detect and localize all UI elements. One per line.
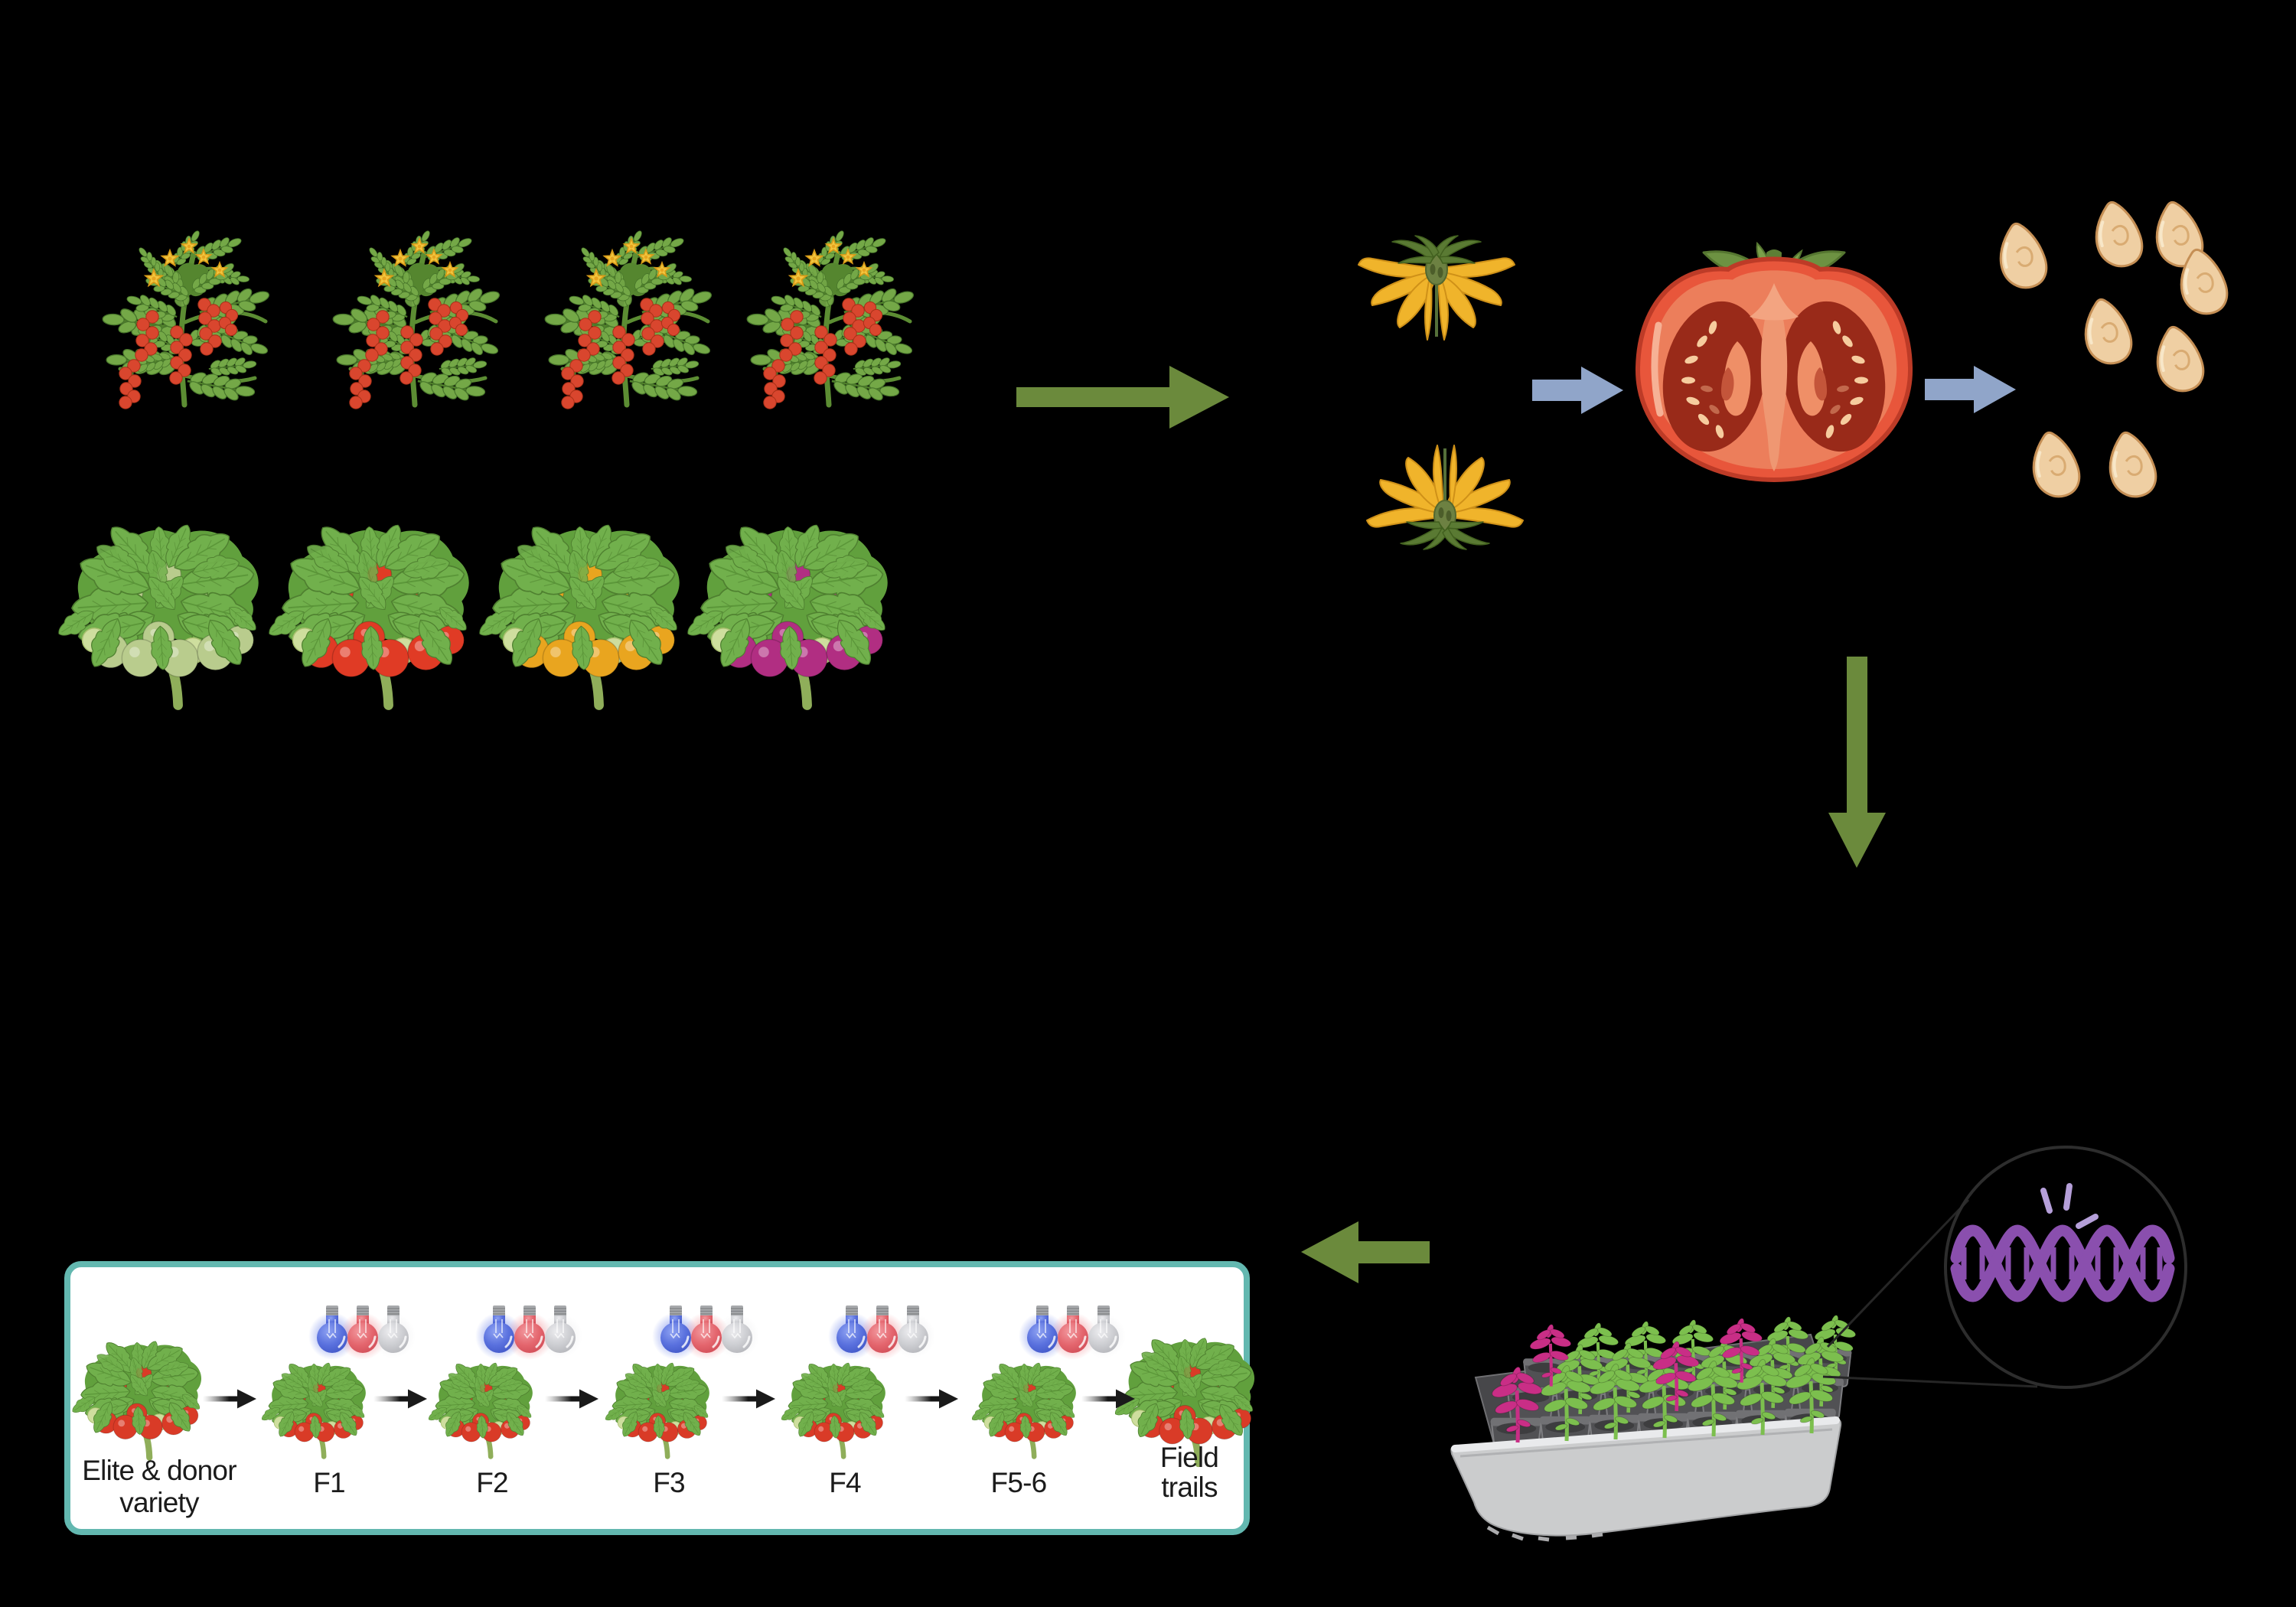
svg-text:variety: variety [119,1487,200,1518]
svg-text:F5-6: F5-6 [991,1467,1047,1498]
svg-text:trails: trails [1161,1472,1218,1503]
svg-text:F4: F4 [829,1467,861,1498]
svg-text:F2: F2 [476,1467,508,1498]
svg-text:Elite & donor: Elite & donor [82,1455,236,1486]
svg-text:F1: F1 [313,1467,345,1498]
svg-text:F3: F3 [653,1467,685,1498]
svg-text:Field: Field [1160,1442,1218,1473]
